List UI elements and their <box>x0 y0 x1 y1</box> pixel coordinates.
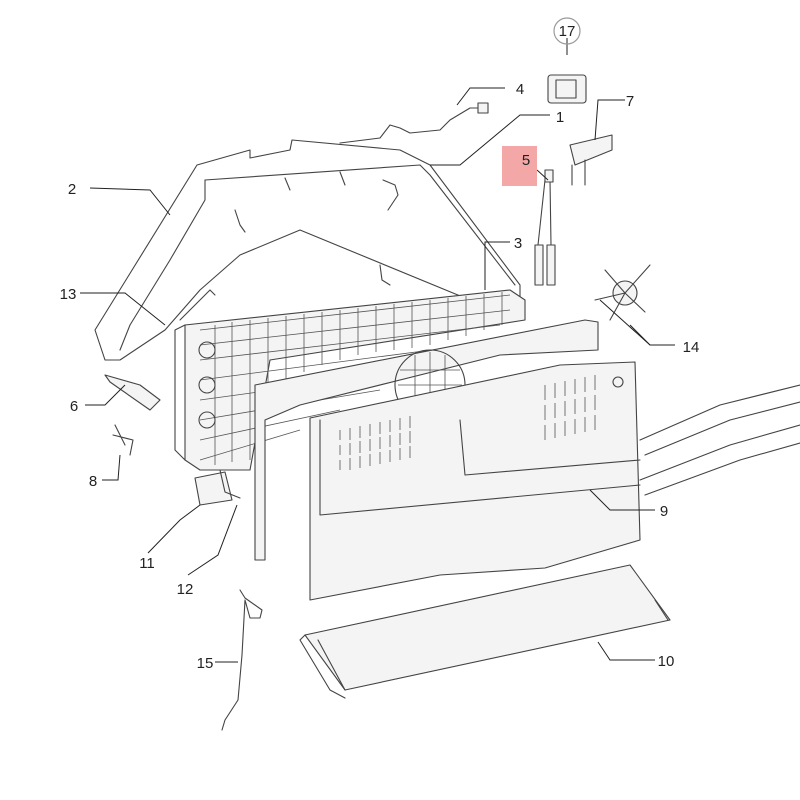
callout-17-circle <box>553 17 581 45</box>
callout-2: 2 <box>68 181 76 198</box>
callout-3: 3 <box>514 235 522 252</box>
vent-slots-left <box>339 416 411 470</box>
thermostat-housing <box>547 74 587 104</box>
callout-1: 1 <box>556 109 564 126</box>
hook-rod <box>221 589 263 731</box>
fan-motor <box>594 264 651 321</box>
callout-12: 12 <box>177 581 194 598</box>
callout-6: 6 <box>70 398 78 415</box>
callout-11: 11 <box>139 555 155 572</box>
callout-9: 9 <box>660 503 668 520</box>
clip-bracket <box>194 469 241 506</box>
callout-8: 8 <box>89 473 97 490</box>
vent-slots-right <box>544 375 596 440</box>
callout-14: 14 <box>683 339 700 356</box>
callout-5-highlight <box>502 146 537 186</box>
callout-10: 10 <box>658 653 675 670</box>
sensor-clip <box>112 424 134 456</box>
sensor-cable <box>339 102 489 144</box>
callout-7: 7 <box>626 93 634 110</box>
front-panel <box>309 361 641 601</box>
leader-lines <box>80 38 675 663</box>
callout-15: 15 <box>197 655 214 672</box>
callout-17: 17 <box>559 23 576 40</box>
mounting-bracket <box>569 134 613 186</box>
callout-13: 13 <box>60 286 77 303</box>
callout-5: 5 <box>522 152 530 169</box>
callout-labels: 17 5 4 1 7 2 3 13 14 6 8 9 11 12 10 15 <box>60 17 700 672</box>
drip-tray <box>299 564 671 699</box>
callout-4: 4 <box>516 81 524 98</box>
heater-element <box>534 169 556 286</box>
hinge-bracket <box>104 374 161 411</box>
side-rail <box>639 384 800 496</box>
